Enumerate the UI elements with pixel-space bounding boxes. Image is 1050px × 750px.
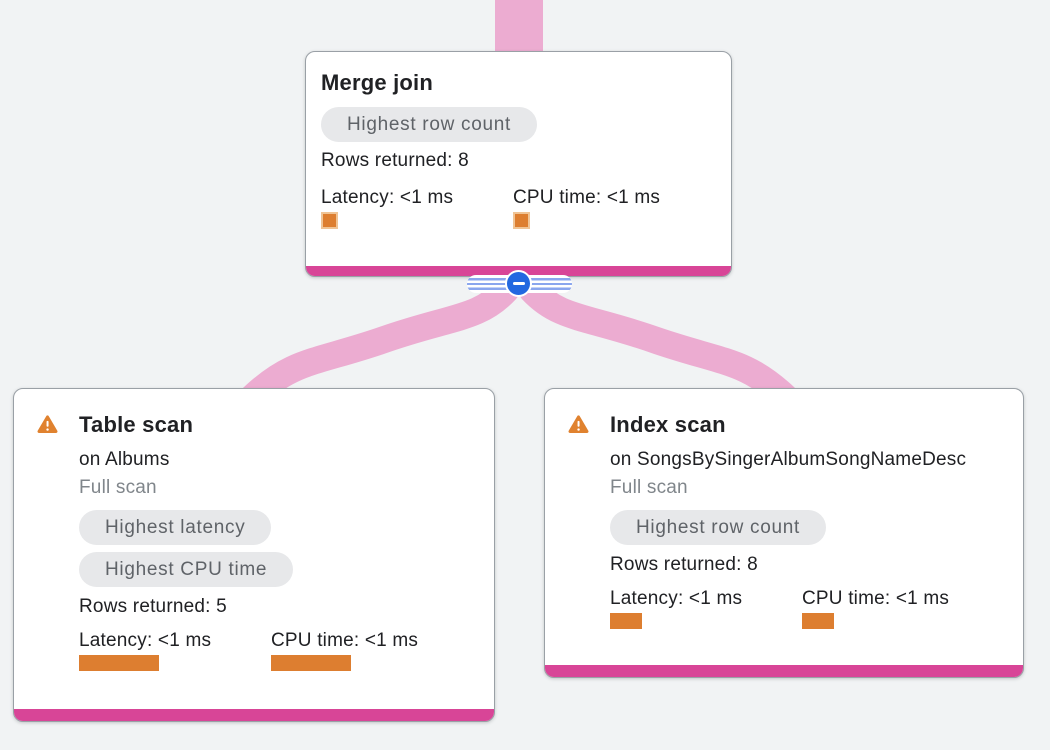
- metric-label: CPU time: <1 ms: [802, 588, 950, 609]
- metric-label: CPU time: <1 ms: [513, 187, 661, 208]
- highlight-badge: Highest row count: [610, 510, 826, 545]
- node-subtitle: on Albums: [79, 449, 170, 470]
- latency-bar: [79, 655, 159, 671]
- node-card-index-scan[interactable]: Index scan on SongsBySingerAlbumSongName…: [544, 388, 1024, 678]
- metric-latency: Latency: <1 ms: [321, 186, 513, 229]
- metric-label: CPU time: <1 ms: [271, 630, 419, 651]
- node-card-table-scan[interactable]: Table scan on Albums Full scan Highest l…: [13, 388, 495, 722]
- metrics-row: Latency: <1 ms CPU time: <1 ms: [610, 587, 1007, 629]
- node-accent-bar: [14, 709, 494, 721]
- metric-latency: Latency: <1 ms: [610, 587, 802, 629]
- cpu-time-bar: [513, 212, 530, 229]
- latency-bar: [321, 212, 338, 229]
- metric-cpu-time: CPU time: <1 ms: [271, 629, 463, 671]
- latency-bar: [610, 613, 642, 629]
- node-accent-bar: [545, 665, 1023, 677]
- edge-to-table-scan: [238, 276, 520, 412]
- badge-list: Highest row count: [321, 107, 715, 142]
- minus-icon: [512, 282, 525, 285]
- node-subtitle: on SongsBySingerAlbumSongNameDesc: [610, 449, 967, 470]
- rows-returned-text: Rows returned: 8: [610, 554, 758, 575]
- warning-triangle-icon: [37, 415, 58, 434]
- metric-latency: Latency: <1 ms: [79, 629, 271, 671]
- highlight-badge: Highest CPU time: [79, 552, 294, 587]
- metrics-row: Latency: <1 ms CPU time: <1 ms: [321, 186, 715, 229]
- node-title: Index scan: [610, 412, 726, 437]
- rows-returned-text: Rows returned: 5: [79, 596, 227, 617]
- node-card-merge-join[interactable]: Merge join Highest row count Rows return…: [305, 51, 732, 277]
- metric-label: Latency: <1 ms: [79, 630, 212, 651]
- metric-label: Latency: <1 ms: [321, 187, 454, 208]
- node-content: Index scan on SongsBySingerAlbumSongName…: [610, 412, 1007, 629]
- scan-mode-text: Full scan: [610, 477, 688, 498]
- node-title: Table scan: [79, 412, 194, 437]
- scan-mode-text: Full scan: [79, 477, 157, 498]
- metric-cpu-time: CPU time: <1 ms: [802, 587, 994, 629]
- rows-returned-text: Rows returned: 8: [321, 150, 469, 171]
- node-title: Merge join: [321, 70, 434, 95]
- node-content: Merge join Highest row count Rows return…: [321, 70, 715, 229]
- metric-label: Latency: <1 ms: [610, 588, 743, 609]
- node-content: Table scan on Albums Full scan Highest l…: [79, 412, 478, 671]
- collapse-button[interactable]: [505, 270, 532, 297]
- edge-to-index-scan: [518, 276, 800, 412]
- cpu-time-bar: [802, 613, 834, 629]
- highlight-badge: Highest latency: [79, 510, 272, 545]
- badge-list: Highest row count: [610, 510, 1007, 545]
- badge-list: Highest latency Highest CPU time: [79, 510, 478, 587]
- highlight-badge: Highest row count: [321, 107, 537, 142]
- metrics-row: Latency: <1 ms CPU time: <1 ms: [79, 629, 478, 671]
- metric-cpu-time: CPU time: <1 ms: [513, 186, 705, 229]
- warning-triangle-icon: [568, 415, 589, 434]
- cpu-time-bar: [271, 655, 351, 671]
